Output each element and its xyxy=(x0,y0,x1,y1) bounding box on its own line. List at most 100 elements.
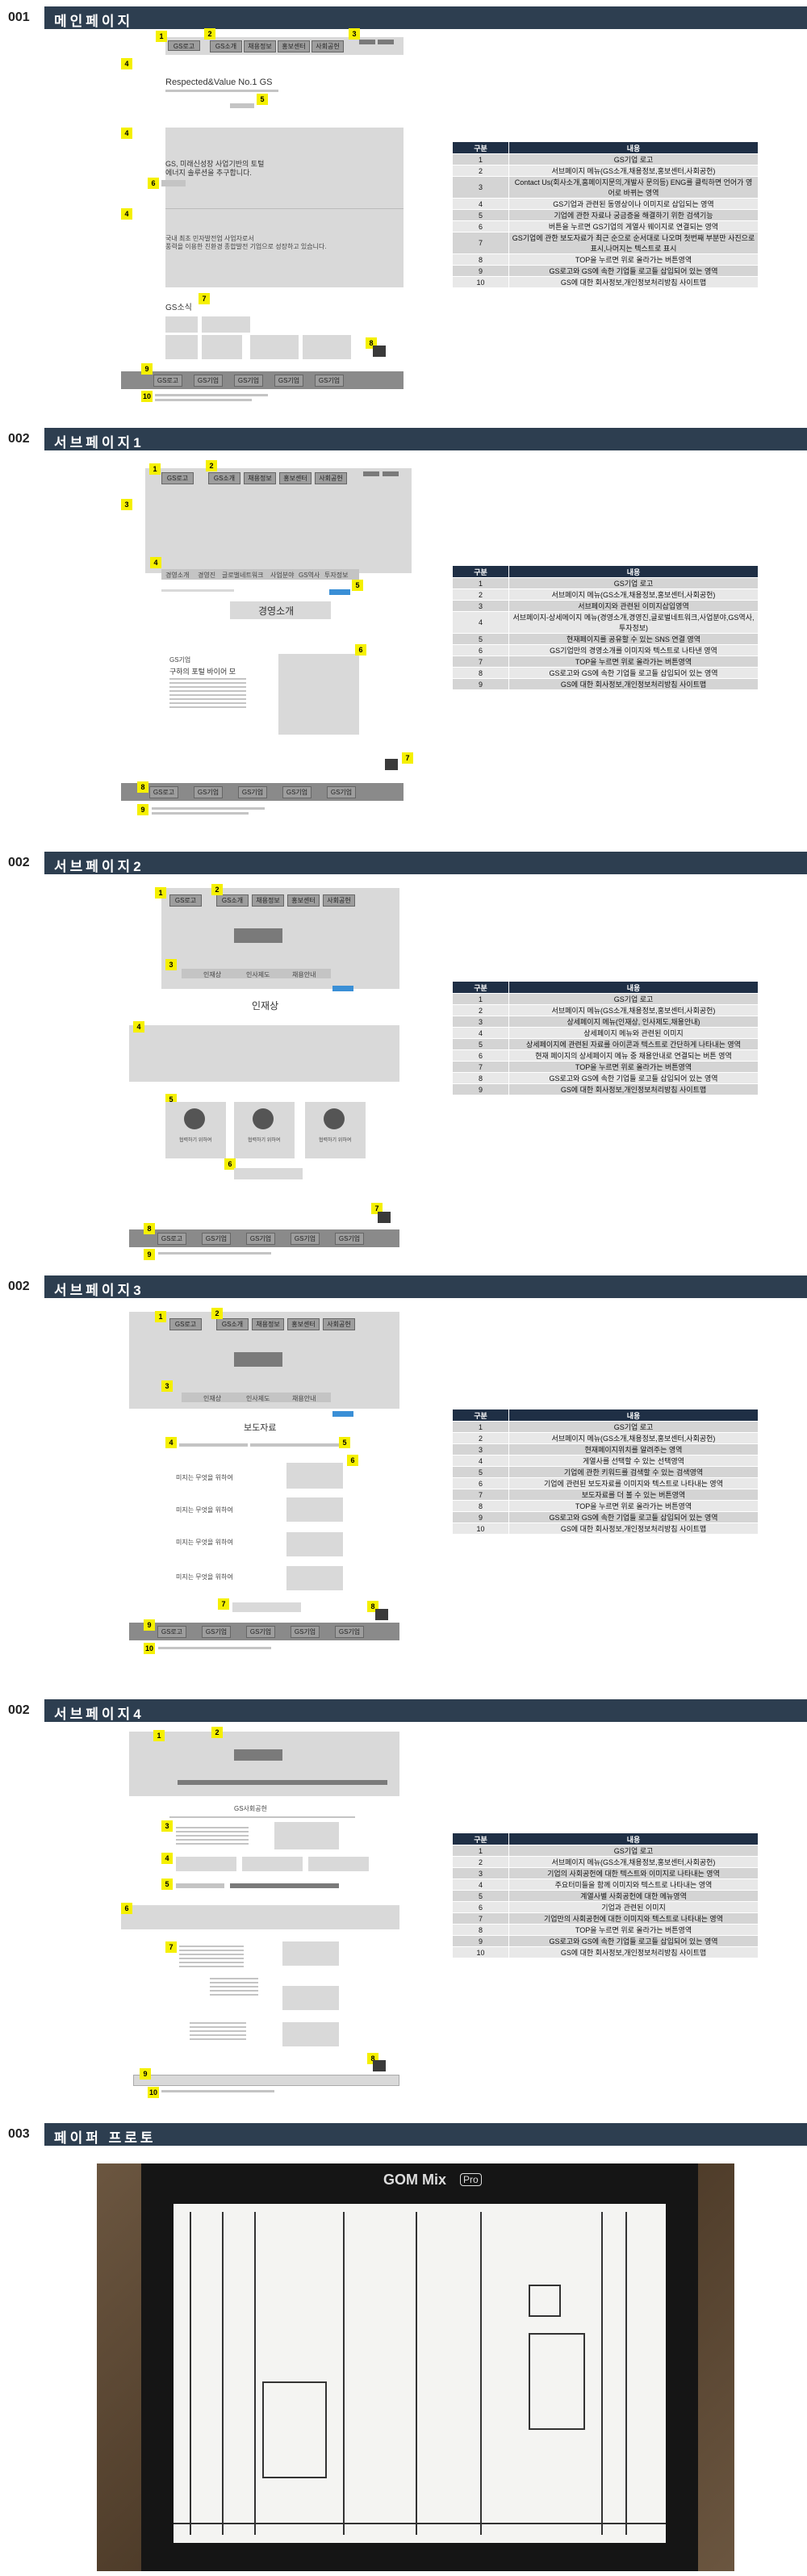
paper-sheet xyxy=(174,2204,666,2543)
marker-7: 7 xyxy=(218,1598,229,1610)
row-content: 상세페이지 메뉴와 관련된 이미지 xyxy=(508,1027,759,1039)
row-number: 2 xyxy=(452,165,509,177)
row-number: 10 xyxy=(452,276,509,288)
marker-6: 6 xyxy=(121,1903,132,1914)
wire-image-6 xyxy=(121,1905,399,1929)
row-content: GS기업 로고 xyxy=(508,1845,759,1857)
row-content: GS에 대한 회사정보,개인정보처리방침 사이트맵 xyxy=(508,276,759,288)
row-number: 6 xyxy=(452,220,509,232)
wire-eng xyxy=(383,471,399,476)
marker-9: 9 xyxy=(141,363,153,375)
wire-nav-1: GS소개 xyxy=(216,894,249,907)
row-content: GS에 대한 회사정보,개인정보처리방침 사이트맵 xyxy=(508,678,759,690)
wire-top-btn xyxy=(373,346,386,357)
wire-news-c xyxy=(202,335,242,359)
row-number: 9 xyxy=(452,1935,509,1947)
row-content: GS에 대한 회사정보,개인정보처리방침 사이트맵 xyxy=(508,1083,759,1095)
section-title: 페이퍼 프로토 xyxy=(54,2130,157,2146)
wire-hero xyxy=(145,468,412,573)
wire-copyright xyxy=(152,807,265,810)
wire-icon-3 xyxy=(324,1108,345,1129)
row-content: 서브페이지 메뉴(GS소개,채용정보,홍보센터,사회공헌) xyxy=(508,589,759,601)
wire-submenu-6: 투자정보 xyxy=(324,572,349,579)
row-content: TOP을 누르면 위로 올라가는 버튼영역 xyxy=(508,1924,759,1936)
wire-press-1: 미지는 무엇을 위하여 xyxy=(176,1474,233,1481)
section-number: 002 xyxy=(8,856,30,869)
wire-img-4b xyxy=(242,1857,303,1871)
wire-foot-5: GS기업 xyxy=(315,375,344,387)
sketch-line xyxy=(174,2523,666,2524)
marker-4: 4 xyxy=(161,1853,173,1864)
gom-badge: Pro xyxy=(460,2173,482,2186)
sketch-line xyxy=(480,2212,482,2535)
row-number: 7 xyxy=(452,1912,509,1925)
wire-press-4: 미지는 무엇을 위하여 xyxy=(176,1573,233,1581)
row-content: 버튼을 누르면 GS기업의 게열사 웨이지로 연결되는 영역 xyxy=(508,220,759,232)
wire-img-7b xyxy=(282,1986,339,2010)
wire-affiliate-menu-b xyxy=(230,1883,339,1888)
wire-nav-4: 사회공헌 xyxy=(323,1318,355,1330)
wire-affiliate-menu-a xyxy=(176,1883,224,1888)
marker-4: 4 xyxy=(133,1021,144,1032)
sketch-line xyxy=(254,2212,256,2535)
row-number: 5 xyxy=(452,1038,509,1050)
wire-img-4c xyxy=(308,1857,369,1871)
wire-icon-text-1: 협력하기 위하여 xyxy=(179,1138,212,1143)
marker-2: 2 xyxy=(204,28,215,40)
wire-icon-text-3: 협력하기 위하여 xyxy=(319,1138,352,1143)
wire-submenu-1: 인재상 xyxy=(203,971,222,978)
wire-sns xyxy=(332,986,353,991)
row-content: 기업의 사회공헌에 대한 텍스트와 이미지로 나타내는 영역 xyxy=(508,1867,759,1879)
marker-9: 9 xyxy=(144,1619,155,1631)
wire-foot-3: GS기업 xyxy=(246,1626,275,1638)
row-number: 10 xyxy=(452,1523,509,1535)
sketch-box xyxy=(529,2285,561,2317)
wire-nav-4: 사회공헌 xyxy=(315,472,347,484)
row-number: 1 xyxy=(452,153,509,165)
section-header: 002 서브페이지4 xyxy=(0,1699,807,1722)
wire-copyright2 xyxy=(155,399,252,401)
wire-nav-4: 사회공헌 xyxy=(312,40,344,52)
wire-foot-5: GS기업 xyxy=(335,1233,364,1245)
sketch-line xyxy=(190,2212,191,2535)
wire-sub-label: GS기업 xyxy=(169,656,191,664)
section-title: 서브페이지1 xyxy=(54,435,144,450)
section-header: 002 서브페이지2 xyxy=(0,852,807,874)
wire-foot-1: GS로고 xyxy=(157,1233,186,1245)
row-content: GS기업에 관한 보도자료가 최근 순으로 순서대로 나오며 첫번째 부분만 사… xyxy=(508,232,759,254)
row-number: 3 xyxy=(452,1443,509,1456)
col-header-1: 구분 xyxy=(452,981,509,994)
wire-para xyxy=(169,678,246,710)
wire-news-d xyxy=(250,335,299,359)
wire-top-btn xyxy=(378,1212,391,1223)
marker-6: 6 xyxy=(148,178,159,189)
row-number: 3 xyxy=(452,176,509,199)
wire-contact xyxy=(359,40,375,44)
wire-page-title: GS사회공헌 xyxy=(234,1805,267,1812)
wire-img-7 xyxy=(282,1941,339,1966)
section-number: 002 xyxy=(8,1280,30,1293)
wire-more-btn xyxy=(232,1602,301,1612)
wire-sub-heading: 구하의 포털 바이어 모 xyxy=(169,668,236,676)
wire-submenu-3: 글로벌네트워크 xyxy=(222,572,264,579)
wire-page-title: 경영소개 xyxy=(258,605,295,617)
wire-copyright xyxy=(161,2090,274,2092)
wire-submenu-3: 채용안내 xyxy=(292,1395,316,1402)
wire-foot-3: GS기업 xyxy=(246,1233,275,1245)
section-title-bar: 서브페이지2 xyxy=(44,852,807,874)
wire-nav-logo: GS로고 xyxy=(161,472,194,484)
wire-search xyxy=(250,1443,339,1447)
row-number: 8 xyxy=(452,1924,509,1936)
